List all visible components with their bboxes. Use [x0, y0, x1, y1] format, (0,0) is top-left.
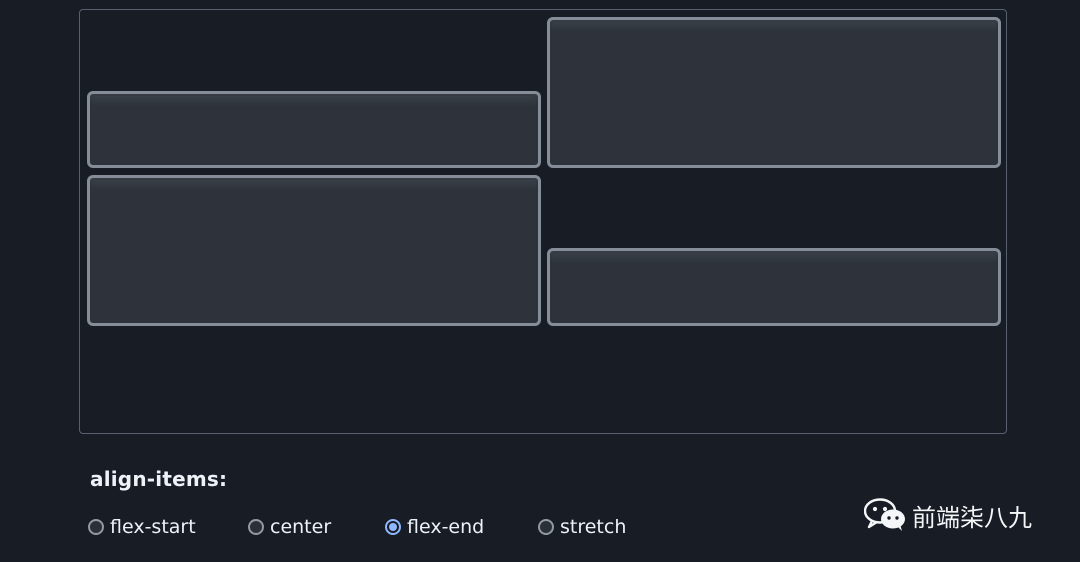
flex-item-4 [547, 248, 1001, 326]
radio-unchecked-icon[interactable] [248, 519, 264, 535]
flex-item-2 [547, 17, 1001, 168]
radio-unchecked-icon[interactable] [88, 519, 104, 535]
radio-label-center: center [270, 516, 332, 538]
flex-item-1 [87, 91, 541, 168]
radio-label-stretch: stretch [560, 516, 627, 538]
radio-flex-end[interactable]: flex-end [385, 512, 484, 542]
flex-container-preview [79, 9, 1007, 434]
wechat-watermark: 前端柒八九 [864, 495, 1032, 535]
radio-label-flex-start: flex-start [110, 516, 196, 538]
flex-item-3 [87, 175, 541, 326]
watermark-text: 前端柒八九 [912, 503, 1032, 532]
radio-stretch[interactable]: stretch [538, 512, 626, 542]
radio-label-flex-end: flex-end [407, 516, 485, 538]
align-items-label: align-items: [90, 467, 228, 491]
radio-flex-start[interactable]: flex-start [88, 512, 196, 542]
radio-checked-icon[interactable] [385, 519, 401, 535]
radio-center[interactable]: center [248, 512, 331, 542]
radio-unchecked-icon[interactable] [538, 519, 554, 535]
wechat-icon [864, 498, 905, 531]
